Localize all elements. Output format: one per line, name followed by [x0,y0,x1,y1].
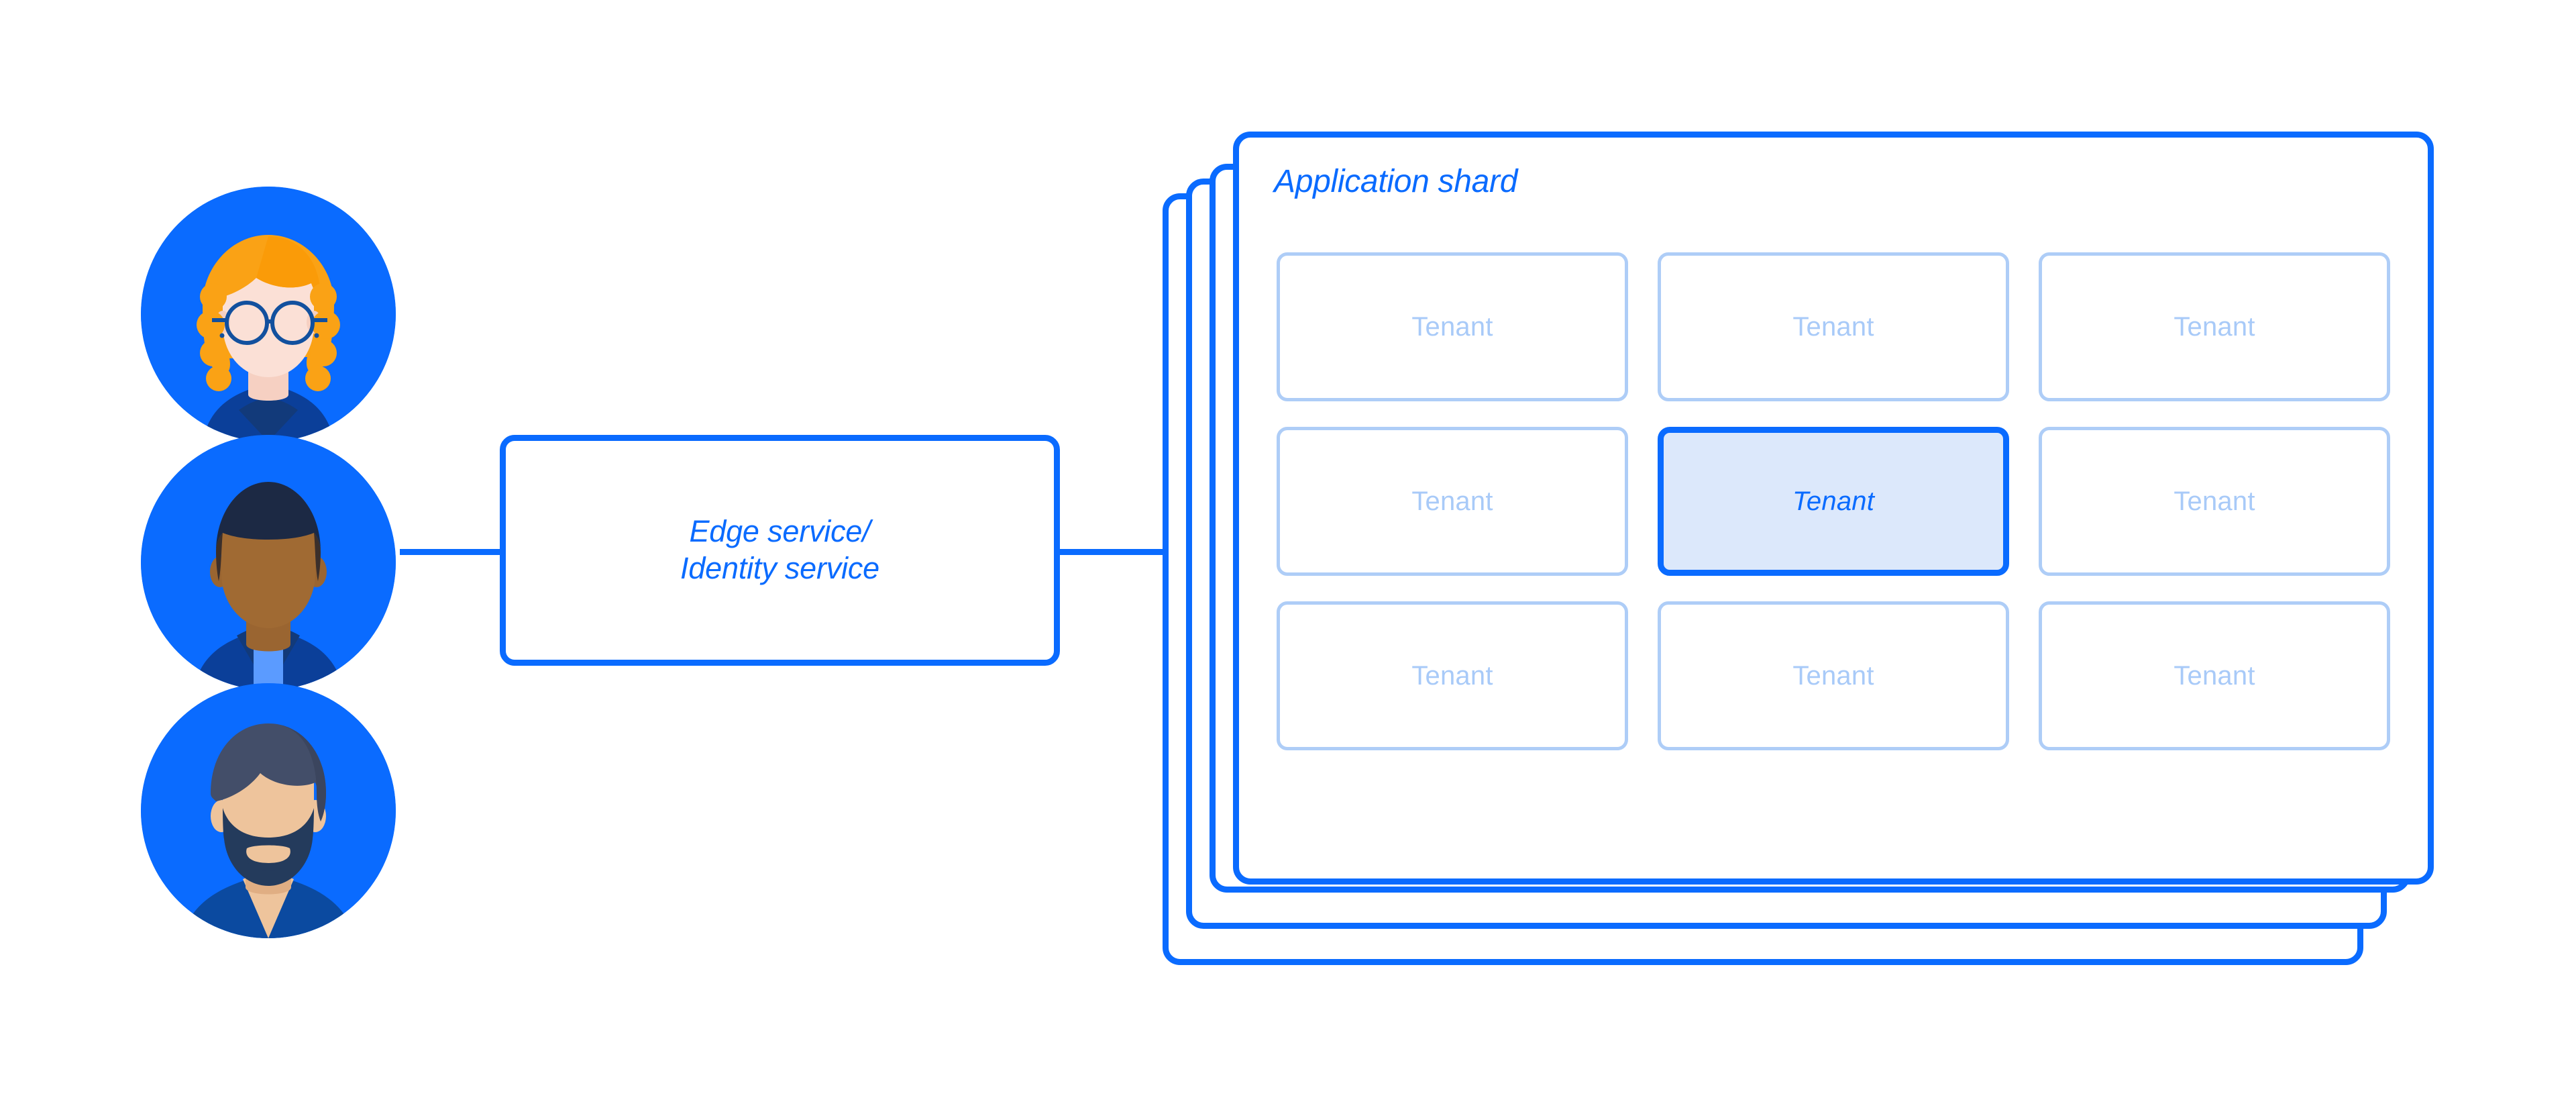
avatar-man-short-hair-icon [141,435,396,690]
user-avatar-woman-glasses [141,187,396,442]
connector-users-to-edge-service [400,549,502,555]
tenant-label: Tenant [2174,486,2255,516]
tenant-label: Tenant [1792,660,1874,691]
tenant-cell[interactable]: Tenant [1658,601,2009,750]
application-shard-panel[interactable]: Application shard Tenant Tenant Tenant T… [1233,132,2434,885]
tenant-label: Tenant [1411,486,1493,516]
tenant-cell[interactable]: Tenant [1277,252,1628,401]
tenant-cell[interactable]: Tenant [2039,601,2390,750]
tenant-cell-active[interactable]: Tenant [1658,427,2009,576]
tenant-label: Tenant [2174,660,2255,691]
edge-service-label: Edge service/ Identity service [680,514,879,585]
tenant-label: Tenant [1792,486,1875,516]
user-avatar-man-beard [141,683,396,938]
tenant-label: Tenant [1411,311,1493,342]
tenant-label: Tenant [2174,311,2255,342]
tenant-label: Tenant [1792,311,1874,342]
tenant-cell[interactable]: Tenant [1658,252,2009,401]
user-avatar-man-short-hair [141,435,396,690]
application-shard-title: Application shard [1274,164,1518,199]
tenant-label: Tenant [1411,660,1493,691]
avatar-man-beard-icon [141,683,396,938]
edge-service-box[interactable]: Edge service/ Identity service [500,435,1060,666]
connector-edge-service-to-shard [1059,549,1166,555]
tenant-cell[interactable]: Tenant [1277,427,1628,576]
tenant-cell[interactable]: Tenant [2039,427,2390,576]
avatar-woman-glasses-icon [141,187,396,442]
tenant-cell[interactable]: Tenant [2039,252,2390,401]
tenant-cell[interactable]: Tenant [1277,601,1628,750]
tenant-grid: Tenant Tenant Tenant Tenant Tenant Tenan… [1277,252,2390,750]
